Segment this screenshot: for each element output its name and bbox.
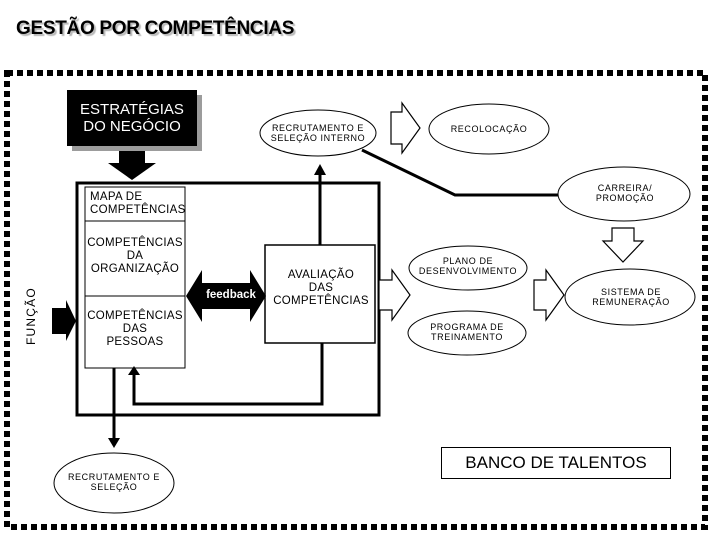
evaluation-up-arrowhead [314,164,326,175]
career-label: CARREIRA/ PROMOÇÃO [595,183,655,204]
career-line [361,148,568,197]
relocation-block-arrow [390,101,421,155]
compensation-ellipse [564,268,696,326]
career-ellipse [557,166,691,222]
recruitment-down-arrowhead [108,438,120,448]
evaluation-label: AVALIAÇÃO DAS COMPETÊNCIAS [273,269,369,308]
strategy-box: ESTRATÉGIAS DO NEGÓCIO [67,90,197,146]
internal-recruitment-ellipse [259,109,377,157]
map-label: MAPA DE COMPETÊNCIAS [90,191,186,217]
competency-column [84,186,186,369]
recruitment-ellipse [53,452,175,514]
funcao-label: FUNÇÃO [24,287,38,345]
development-plan-label: PLANO DE DESENVOLVIMENTO [418,256,518,277]
organization-competency-label: COMPETÊNCIAS DA ORGANIZAÇÃO [87,237,183,276]
funcao-arrow [52,300,76,341]
development-plan-ellipse [408,245,528,291]
feedback-label: feedback [206,289,256,301]
compensation-label: SISTEMA DE REMUNERAÇÃO [592,287,670,308]
relocation-label: RECOLOCAÇÃO [450,124,528,134]
training-ellipse [407,310,527,356]
page-title: GESTÃO POR COMPETÊNCIAS [16,18,295,39]
talent-bank-box: BANCO DE TALENTOS [441,447,671,479]
evaluation-right-block-arrow [378,268,411,322]
outer-dashed-frame [4,70,708,530]
strategy-down-arrow [108,150,156,180]
career-down-block-arrow [601,227,645,263]
compensation-block-arrow [533,268,565,322]
feedback-loop-arrowhead [128,366,140,375]
evaluation-box [264,244,376,344]
feedback-double-arrow [186,270,266,322]
feedback-loop-line [132,343,324,406]
people-competency-label: COMPETÊNCIAS DAS PESSOAS [87,310,183,349]
internal-recruitment-label: RECRUTAMENTO E SELEÇÃO INTERNO [270,123,366,144]
training-label: PROGRAMA DE TREINAMENTO [430,322,504,343]
relocation-ellipse [428,103,550,155]
recruitment-label: RECRUTAMENTO E SELEÇÃO [67,472,161,493]
